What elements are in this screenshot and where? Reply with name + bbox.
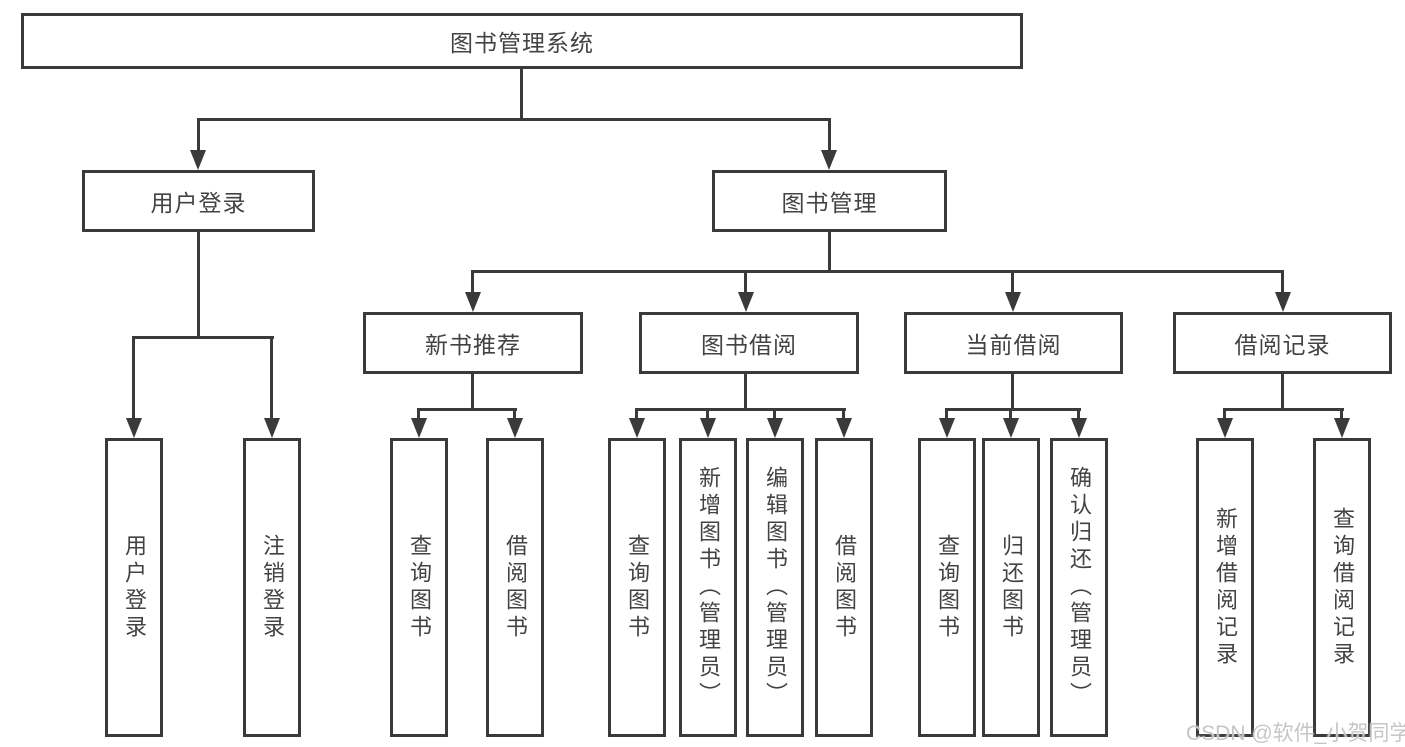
leaf-current-return-books: 归还图书 (982, 438, 1040, 737)
arrow-down-icon (190, 150, 206, 170)
leaf-user-login: 用户登录 (105, 438, 163, 737)
arrow-down-icon (411, 418, 427, 438)
connector-to-leaf-user-login (132, 336, 135, 420)
node-current-borrowing-label: 当前借阅 (965, 332, 1062, 358)
node-new-book-recommend: 新书推荐 (363, 312, 583, 374)
leaf-logout: 注销登录 (243, 438, 301, 737)
leaf-records-query-record-label: 查询借阅记录 (1330, 506, 1355, 669)
connector-to-cur-return (1009, 408, 1012, 420)
connector-book-borrowing-stem (744, 373, 747, 411)
leaf-recommend-borrow-books: 借阅图书 (486, 438, 544, 737)
connector-new-book-horizontal (417, 408, 517, 411)
connector-to-rcd-add (1223, 408, 1226, 420)
arrow-down-icon (836, 418, 852, 438)
arrow-down-icon (465, 292, 481, 312)
leaf-borrowing-edit-books-admin-label: 编辑图书（管理员） (763, 466, 788, 709)
leaf-current-confirm-return-admin: 确认归还（管理员） (1050, 438, 1108, 737)
connector-to-book-management (828, 118, 831, 152)
leaf-borrowing-borrow-books-label: 借阅图书 (832, 533, 857, 642)
connector-to-borrow-records (1281, 270, 1284, 294)
leaf-borrowing-borrow-books: 借阅图书 (815, 438, 873, 737)
leaf-records-add-record-label: 新增借阅记录 (1213, 506, 1238, 669)
connector-current-borrowing-stem (1011, 373, 1014, 411)
connector-new-book-stem (471, 373, 474, 411)
connector-to-rec-query (417, 408, 420, 420)
csdn-watermark: CSDN @软件_小贺同学 (1186, 722, 1405, 745)
connector-book-borrowing-horizontal (635, 408, 846, 411)
connector-borrow-records-stem (1281, 373, 1284, 411)
node-user-login: 用户登录 (82, 170, 315, 232)
connector-to-bor-borrow (842, 408, 845, 420)
connector-to-cur-confirm (1077, 408, 1080, 420)
leaf-current-query-books-label: 查询图书 (935, 533, 960, 642)
node-book-management: 图书管理 (712, 170, 947, 232)
connector-to-leaf-logout (270, 336, 273, 420)
arrow-down-icon (700, 418, 716, 438)
connector-root-stem (520, 69, 523, 120)
node-current-borrowing: 当前借阅 (904, 312, 1123, 374)
arrow-down-icon (629, 418, 645, 438)
leaf-borrowing-add-books-admin: 新增图书（管理员） (679, 438, 737, 737)
leaf-recommend-query-books-label: 查询图书 (407, 533, 432, 642)
node-book-borrowing-label: 图书借阅 (701, 332, 797, 358)
connector-level1-horizontal (197, 118, 831, 121)
leaf-user-login-label: 用户登录 (122, 533, 147, 642)
leaf-records-query-record: 查询借阅记录 (1313, 438, 1371, 737)
node-library-system: 图书管理系统 (21, 13, 1023, 69)
connector-to-rcd-query (1340, 408, 1343, 420)
arrow-down-icon (821, 150, 837, 170)
leaf-borrowing-edit-books-admin: 编辑图书（管理员） (746, 438, 804, 737)
node-new-book-recommend-label: 新书推荐 (425, 332, 521, 358)
arrow-down-icon (1217, 418, 1233, 438)
node-borrow-records-label: 借阅记录 (1234, 332, 1331, 358)
connector-book-management-stem (828, 232, 831, 273)
connector-to-bor-add (706, 408, 709, 420)
connector-to-cur-query (945, 408, 948, 420)
arrow-down-icon (1071, 418, 1087, 438)
connector-to-rec-borrow (513, 408, 516, 420)
connector-to-book-borrowing (744, 270, 747, 294)
arrow-down-icon (126, 418, 142, 438)
connector-current-borrowing-horizontal (945, 408, 1081, 411)
arrow-down-icon (939, 418, 955, 438)
leaf-borrowing-query-books-label: 查询图书 (625, 533, 650, 642)
connector-to-current-borrowing (1011, 270, 1014, 294)
leaf-recommend-query-books: 查询图书 (390, 438, 448, 737)
node-user-login-label: 用户登录 (150, 190, 247, 216)
connector-level2-horizontal (471, 270, 1284, 273)
connector-to-bor-edit (773, 408, 776, 420)
node-borrow-records: 借阅记录 (1173, 312, 1392, 374)
connector-user-login-stem (197, 232, 200, 339)
arrow-down-icon (767, 418, 783, 438)
leaf-recommend-borrow-books-label: 借阅图书 (503, 533, 528, 642)
arrow-down-icon (1275, 292, 1291, 312)
node-book-borrowing: 图书借阅 (639, 312, 859, 374)
arrow-down-icon (507, 418, 523, 438)
arrow-down-icon (1003, 418, 1019, 438)
connector-to-user-login (197, 118, 200, 152)
connector-to-bor-query (635, 408, 638, 420)
node-library-system-label: 图书管理系统 (450, 30, 594, 56)
leaf-current-confirm-return-admin-label: 确认归还（管理员） (1067, 466, 1092, 709)
leaf-logout-label: 注销登录 (260, 533, 285, 642)
connector-borrow-records-horizontal (1223, 408, 1344, 411)
leaf-records-add-record: 新增借阅记录 (1196, 438, 1254, 737)
node-book-management-label: 图书管理 (781, 190, 878, 216)
leaf-borrowing-add-books-admin-label: 新增图书（管理员） (696, 466, 721, 709)
leaf-current-return-books-label: 归还图书 (999, 533, 1024, 642)
connector-user-login-horizontal (132, 336, 274, 339)
leaf-borrowing-query-books: 查询图书 (608, 438, 666, 737)
arrow-down-icon (1334, 418, 1350, 438)
arrow-down-icon (738, 292, 754, 312)
arrow-down-icon (1005, 292, 1021, 312)
leaf-current-query-books: 查询图书 (918, 438, 976, 737)
connector-to-new-book-recommend (471, 270, 474, 294)
arrow-down-icon (264, 418, 280, 438)
